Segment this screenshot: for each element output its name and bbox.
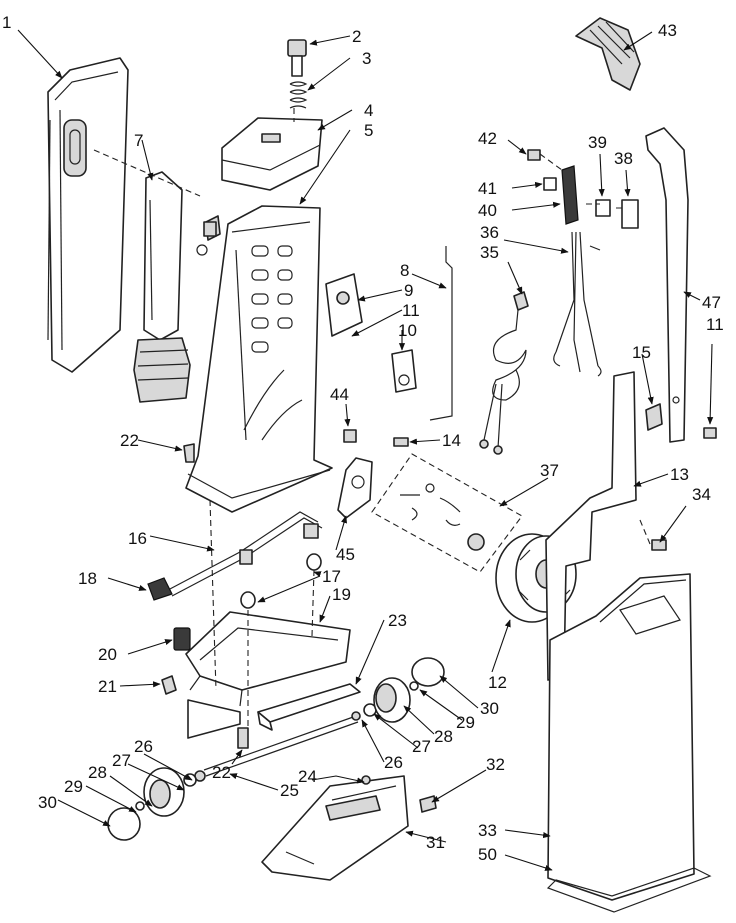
callout-23: 23 [388, 611, 407, 630]
callout-18: 18 [78, 569, 97, 588]
callout-30b: 30 [38, 793, 57, 812]
callout-labels: 1 2 3 4 5 7 8 9 10 11 11 12 13 14 15 16 … [2, 13, 724, 864]
callout-50: 50 [478, 845, 497, 864]
callout-22a: 22 [120, 431, 139, 450]
cam-45 [337, 457, 373, 519]
screw-top-left [196, 221, 217, 256]
handle-tube-47 [645, 127, 689, 443]
screw-22-top [183, 443, 195, 463]
callout-11b: 11 [706, 315, 724, 334]
nozzle-cover-31 [261, 775, 409, 881]
plate-40 [561, 165, 579, 225]
callout-1: 1 [2, 13, 11, 32]
callout-29b: 29 [64, 777, 83, 796]
callout-9: 9 [404, 281, 413, 300]
callout-11a: 11 [402, 301, 420, 320]
bracket-8 [429, 246, 453, 421]
axle-25 [203, 715, 359, 777]
pin-14 [393, 437, 409, 447]
callout-43: 43 [658, 21, 677, 40]
callout-24: 24 [298, 767, 317, 786]
main-housing [185, 205, 333, 513]
callout-39: 39 [588, 133, 607, 152]
bracket-15 [645, 403, 663, 431]
callout-29a: 29 [456, 713, 475, 732]
callout-45: 45 [336, 545, 355, 564]
power-cord-35 [479, 291, 529, 455]
callout-35: 35 [480, 243, 499, 262]
spring [289, 81, 308, 109]
wheel-set-right [351, 657, 445, 723]
bag-panel [47, 57, 129, 373]
callout-28a: 28 [434, 727, 453, 746]
callout-27b: 27 [112, 751, 131, 770]
screw-44 [343, 429, 357, 443]
screw-21 [161, 675, 177, 695]
callout-14: 14 [442, 431, 461, 450]
callout-42: 42 [478, 129, 497, 148]
screw-11-right [703, 427, 717, 439]
callout-16: 16 [128, 529, 147, 548]
switch-10 [391, 349, 417, 393]
callout-15: 15 [632, 343, 651, 362]
callout-26b: 26 [134, 737, 153, 756]
grommets-17 [240, 553, 322, 609]
callout-27a: 27 [412, 737, 431, 756]
callout-36: 36 [480, 223, 499, 242]
callout-33: 33 [478, 821, 497, 840]
callout-2: 2 [352, 27, 361, 46]
callout-30a: 30 [480, 699, 499, 718]
callout-3: 3 [362, 49, 371, 68]
callout-12: 12 [488, 673, 507, 692]
screw-34 [651, 539, 667, 551]
screw-32 [419, 795, 437, 813]
callout-22b: 22 [212, 763, 231, 782]
callout-40: 40 [478, 201, 497, 220]
callout-26a: 26 [384, 753, 403, 772]
callout-21: 21 [98, 677, 117, 696]
connector-18 [147, 577, 173, 601]
callout-31: 31 [426, 833, 445, 852]
callout-38: 38 [614, 149, 633, 168]
callout-25: 25 [280, 781, 299, 800]
screw-42 [527, 149, 541, 161]
callout-7: 7 [134, 131, 143, 150]
switch-38 [621, 199, 639, 229]
callout-32: 32 [486, 755, 505, 774]
callout-4: 4 [364, 101, 373, 120]
screw-22-bottom [237, 727, 249, 749]
wires-36 [553, 231, 602, 377]
wire-harness-16 [167, 511, 323, 597]
bumper-23 [257, 683, 361, 731]
callout-41: 41 [478, 179, 497, 198]
callout-20: 20 [98, 645, 117, 664]
wheel-set-left [107, 767, 206, 841]
callout-17: 17 [322, 567, 341, 586]
callout-47: 47 [702, 293, 721, 312]
cord-hook-20 [173, 627, 191, 651]
callout-8: 8 [400, 261, 409, 280]
handle-release-knob [287, 39, 307, 77]
callout-37: 37 [540, 461, 559, 480]
callout-5: 5 [364, 121, 373, 140]
callout-44: 44 [330, 385, 349, 404]
rear-housing-33 [546, 573, 712, 913]
frame-13 [545, 371, 637, 681]
handle-grip-43 [575, 17, 641, 91]
fill-tube [133, 171, 191, 403]
kit-37 [371, 453, 523, 573]
switch-39 [595, 199, 611, 217]
clip-41 [543, 177, 557, 191]
switch-plate [325, 273, 363, 337]
callout-28b: 28 [88, 763, 107, 782]
callout-10: 10 [398, 321, 417, 340]
screw-24 [361, 775, 371, 785]
callout-34: 34 [692, 485, 711, 504]
callout-19: 19 [332, 585, 351, 604]
top-cover [221, 117, 323, 191]
leader-lines [17, 29, 714, 871]
bottom-housing-19 [185, 611, 351, 739]
callout-13: 13 [670, 465, 689, 484]
